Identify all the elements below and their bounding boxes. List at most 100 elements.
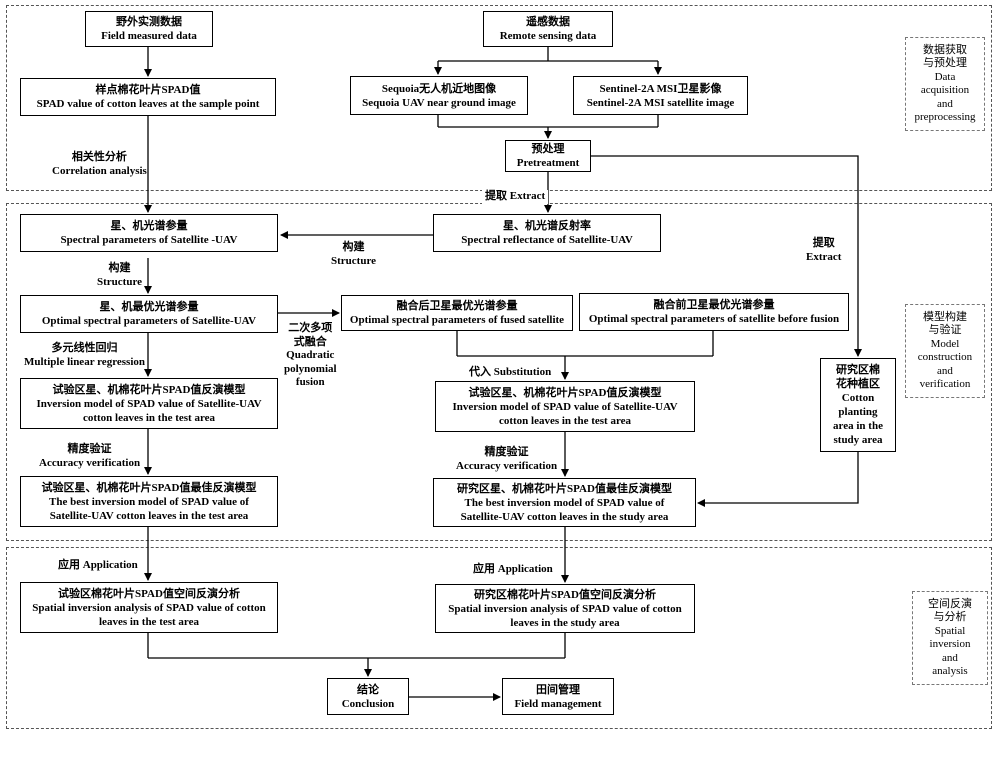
substitution-label: 代入 Substitution <box>469 366 551 380</box>
structure-mid-label-line: Structure <box>331 254 377 267</box>
best-model-test-box-line: The best inversion model of SPAD value o… <box>49 495 249 508</box>
sentinel-image-box-line: Sentinel-2A MSI卫星影像 <box>599 82 722 95</box>
spatial-analysis-test-box-line: leaves in the test area <box>99 615 199 628</box>
inversion-model-substitution-box-line: Inversion model of SPAD value of Satelli… <box>452 400 678 413</box>
remote-sensing-data-box-line: Remote sensing data <box>499 30 597 42</box>
uav-image-box-line: Sequoia无人机近地图像 <box>381 82 497 95</box>
quadratic-fusion-label-line: polynomial <box>284 362 337 375</box>
tag-model-line: 与验证 <box>928 324 962 336</box>
inversion-model-substitution-box-line: cotton leaves in the test area <box>498 414 632 427</box>
optimal-parameters-box-line: Optimal spectral parameters of Satellite… <box>41 315 257 327</box>
spatial-analysis-study-box-line: leaves in the study area <box>510 616 620 629</box>
substitution-label-line: 代入 Substitution <box>469 366 552 378</box>
tag-model-line: Model <box>930 337 960 350</box>
multiple-regression-label-line: Multiple linear regression <box>24 355 145 368</box>
best-model-test-box-line: 试验区星、机棉花叶片SPAD值最佳反演模型 <box>41 481 257 494</box>
inversion-model-test-box-line: 试验区星、机棉花叶片SPAD值反演模型 <box>52 383 246 396</box>
application-left-label: 应用 Application <box>58 559 138 573</box>
tag-acquisition-line: and <box>937 97 953 110</box>
accuracy-left-label-line: 精度验证 <box>67 443 112 455</box>
extract-right-label-line: Extract <box>806 250 842 263</box>
spectral-reflectance-box-line: Spectral reflectance of Satellite-UAV <box>461 234 633 246</box>
best-model-study-box-line: The best inversion model of SPAD value o… <box>464 496 665 509</box>
before-fusion-parameters-box-line: Optimal spectral parameters of satellite… <box>588 313 840 325</box>
spad-sample-point-box-line: SPAD value of cotton leaves at the sampl… <box>36 98 260 110</box>
sentinel-image-box-line: Sentinel-2A MSI satellite image <box>586 96 735 109</box>
study-area-box-line: 研究区棉 <box>836 364 880 376</box>
study-area-box-line: 花种植区 <box>836 378 880 390</box>
conclusion-box-line: 结论 <box>357 683 379 696</box>
tag-acquisition-line: preprocessing <box>914 111 976 123</box>
tag-acquisition-line: 与预处理 <box>923 57 967 69</box>
section-spatial <box>6 547 992 729</box>
structure-mid-label-line: 构建 <box>342 241 365 253</box>
field-management-box-line: 田间管理 <box>536 683 580 696</box>
tag-acquisition-line: 数据获取 <box>923 43 967 56</box>
spad-sample-point-box: 样点棉花叶片SPAD值 SPAD value of cotton leaves a… <box>20 78 276 116</box>
quadratic-fusion-label-line: 式融合 <box>293 335 327 348</box>
field-measured-data-box-line: 野外实测数据 <box>116 16 182 28</box>
quadratic-fusion-label-line: 二次多项 <box>288 322 333 334</box>
spatial-analysis-test-box-line: Spatial inversion analysis of SPAD value… <box>32 601 266 614</box>
spectral-reflectance-box: 星、机光谱反射率 Spectral reflectance of Satellit… <box>433 214 661 252</box>
study-area-box-line: Cotton <box>841 392 875 404</box>
application-right-label: 应用 Application <box>473 563 553 577</box>
spad-sample-point-box-line: 样点棉花叶片SPAD值 <box>95 84 201 96</box>
accuracy-right-label-line: Accuracy verification <box>456 459 558 472</box>
application-right-label-line: 应用 Application <box>473 563 553 575</box>
pretreatment-box-line: Pretreatment <box>516 157 580 169</box>
spatial-analysis-test-box-line: 试验区棉花叶片SPAD值空间反演分析 <box>58 587 240 600</box>
spectral-reflectance-box-line: 星、机光谱反射率 <box>503 220 591 232</box>
application-left-label-line: 应用 Application <box>58 559 138 571</box>
spectral-parameters-box-line: 星、机光谱参量 <box>110 220 188 232</box>
accuracy-right-label-line: 精度验证 <box>484 446 529 458</box>
inversion-model-test-box-line: Inversion model of SPAD value of Satelli… <box>36 397 262 410</box>
tag-spatial-line: and <box>942 651 958 664</box>
extract-top-label: 提取 Extract <box>482 190 549 204</box>
inversion-model-substitution-box-line: 试验区星、机棉花叶片SPAD值反演模型 <box>468 386 662 399</box>
structure-left-label-line: 构建 <box>108 262 131 274</box>
best-model-study-box-line: 研究区星、机棉花叶片SPAD值最佳反演模型 <box>457 482 672 495</box>
inversion-model-test-box-line: cotton leaves in the test area <box>82 411 216 424</box>
tag-model-line: and <box>937 364 953 377</box>
field-measured-data-box-line: Field measured data <box>101 30 197 42</box>
fused-satellite-parameters-box-line: Optimal spectral parameters of fused sat… <box>349 314 565 326</box>
tag-spatial-line: Spatial <box>934 624 966 637</box>
tag-spatial-line: 空间反演 <box>928 597 972 610</box>
field-management-box-line: Field management <box>514 697 602 710</box>
remote-sensing-data-box: 遥感数据 Remote sensing data <box>483 11 613 47</box>
section-model <box>6 203 992 541</box>
correlation-analysis-label-line: Correlation analysis <box>52 164 147 177</box>
tag-acquisition-line: Data <box>934 70 956 83</box>
quadratic-fusion-label-line: fusion <box>295 376 325 388</box>
remote-sensing-data-box-line: 遥感数据 <box>526 16 570 28</box>
tag-spatial-line: 与分析 <box>933 611 967 623</box>
tag-model-line: verification <box>919 378 971 390</box>
structure-left-label-line: Structure <box>97 275 143 288</box>
pretreatment-box-line: 预处理 <box>531 143 565 155</box>
accuracy-left-label-line: Accuracy verification <box>39 456 141 469</box>
spatial-analysis-study-box-line: 研究区棉花叶片SPAD值空间反演分析 <box>474 588 656 601</box>
tag-model-line: 模型构建 <box>923 310 967 323</box>
